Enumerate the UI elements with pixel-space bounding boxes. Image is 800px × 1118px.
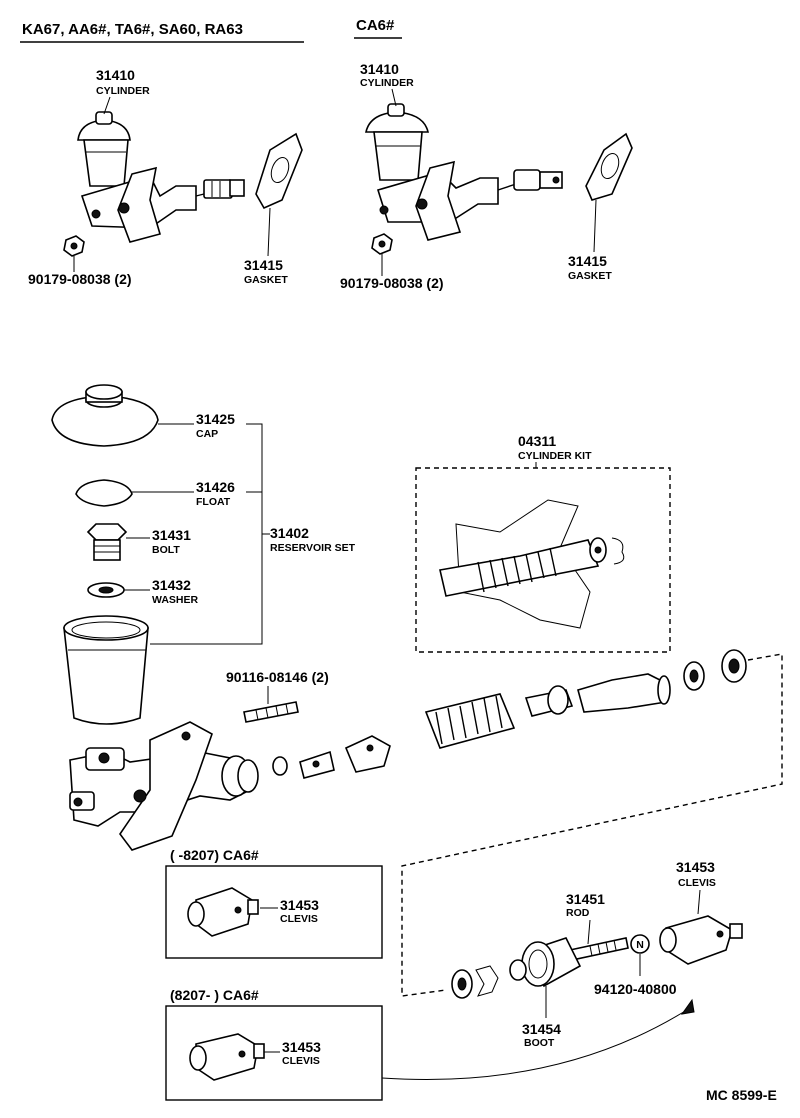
rod-name: ROD [566,907,590,919]
push-rod [569,937,629,961]
cylinder-kit-box [415,467,671,653]
boot [509,937,582,988]
gasket-no-right: 31415 [568,253,607,269]
reservoir-washer [87,582,125,598]
clevis-box1-no: 31453 [280,897,319,913]
kit-contents [439,499,625,629]
flow-arrow [381,1007,691,1080]
gasket-leader-right [593,199,597,253]
gasket-name-left: GASKET [244,274,288,286]
float-name: FLOAT [196,496,231,508]
cylinder-name-left: CYLINDER [96,85,150,97]
kit-no: 04311 [518,433,556,449]
nut-left [63,235,85,257]
cylinder-no-right: 31410 [360,61,399,77]
reservoir-body [63,615,149,725]
cylinder-no-left: 31410 [96,67,135,83]
cylinder-leader-left [103,96,111,115]
master-cylinder-right [365,103,563,241]
gasket-leader-left [267,207,271,257]
gasket-left [255,132,303,210]
clevis-box2-name: CLEVIS [282,1055,320,1067]
bolt-name: BOLT [152,544,180,556]
models-left-heading: KA67, AA6#, TA6#, SA60, RA63 [22,21,243,38]
stud-bolt [243,701,299,723]
rod-no: 31451 [566,891,605,907]
master-cylinder-body [69,721,259,851]
float-no: 31426 [196,479,235,495]
internal-parts [272,649,747,779]
rod-nut: N [630,934,650,954]
boot-no: 31454 [522,1021,561,1037]
clevis-part-rod-assy [659,915,743,965]
gasket-right [585,132,633,201]
cap-no: 31425 [196,411,235,427]
rod-leader [587,919,591,945]
clevis-box1-range: ( -8207) CA6# [170,847,259,863]
gasket-name-right: GASKET [568,270,612,282]
rod-clevis-leader [697,889,701,915]
clevis-box1 [165,865,383,959]
rod-nut-no: 94120-40800 [594,981,677,997]
kit-name: CYLINDER KIT [518,450,592,462]
reservoir-set-no: 31402 [270,525,309,541]
rod-clevis-no: 31453 [676,859,715,875]
flow-arrow-head [680,998,695,1015]
reservoir-cap [51,384,159,447]
reservoir-float [75,479,133,507]
cylinder-leader-right [391,88,397,107]
master-cylinder-left [77,111,245,243]
nut-no-right: 90179-08038 (2) [340,275,444,291]
clevis-part-box2 [189,1033,265,1081]
clevis-box1-name: CLEVIS [280,913,318,925]
reservoir-set-name: RESERVOIR SET [270,542,356,554]
exploded-view-connector [401,653,783,997]
boot-name: BOOT [524,1037,555,1049]
models-right-heading: CA6# [356,17,395,34]
bolt-no: 31431 [152,527,191,543]
cylinder-name-right: CYLINDER [360,77,414,89]
rod-clevis-name: CLEVIS [678,877,716,889]
reservoir-bolt [86,523,128,561]
cap-name: CAP [196,428,218,440]
stud-no: 90116-08146 (2) [226,669,329,685]
nut-right [371,233,393,255]
clevis-part-box1 [187,887,259,937]
gasket-no-left: 31415 [244,257,283,273]
clevis-box2 [165,1005,383,1101]
clevis-box2-no: 31453 [282,1039,321,1055]
clevis-box2-range: (8207- ) CA6# [170,987,259,1003]
nut-no-left: 90179-08038 (2) [28,271,132,287]
diagram-code: MC 8599-E [706,1087,777,1103]
washer-name: WASHER [152,594,199,606]
retainer-clip [451,965,499,999]
nut-symbol: N [636,939,644,951]
washer-no: 31432 [152,577,191,593]
